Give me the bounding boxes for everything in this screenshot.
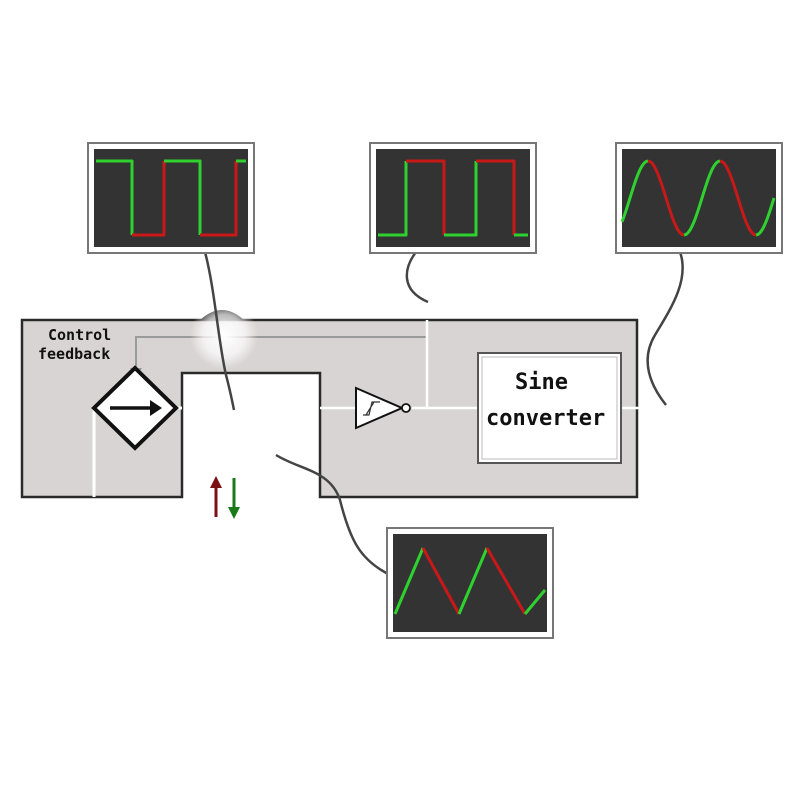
up-down-arrows-icon xyxy=(210,476,240,519)
scope-integrator-output xyxy=(386,527,554,639)
sine-converter-label-line2: converter xyxy=(486,406,605,431)
scope-trace xyxy=(393,547,547,615)
trace-segment xyxy=(647,159,685,237)
scope-trace xyxy=(378,159,528,237)
trace-segment xyxy=(755,197,776,237)
trace-segment xyxy=(406,159,446,235)
trace-segment xyxy=(96,159,134,235)
trace-segment xyxy=(444,161,478,237)
dependent-current-source-icon xyxy=(91,365,179,451)
probe-wire-schmitt xyxy=(405,251,429,304)
knob-glow xyxy=(190,301,258,369)
trace-segment xyxy=(476,159,516,235)
scope-integrator-input xyxy=(87,142,255,254)
probe-wire-integrator-output xyxy=(275,453,391,577)
trace-segment xyxy=(164,159,202,235)
control-feedback-label-line2: feedback xyxy=(38,345,110,363)
scope-trace xyxy=(620,159,776,237)
trace-segment xyxy=(393,547,425,615)
trace-segment xyxy=(457,547,489,615)
scope-schmitt-output xyxy=(369,142,537,254)
scope-trace xyxy=(96,159,246,237)
trace-segment xyxy=(200,161,238,237)
trace-segment xyxy=(719,159,757,237)
trace-segment xyxy=(132,161,166,237)
probe-wire-sine xyxy=(646,251,684,406)
trace-segment xyxy=(421,547,461,615)
sine-converter-label-line1: Sine xyxy=(515,370,568,395)
trace-segment xyxy=(485,547,527,615)
scope-sine-output xyxy=(615,142,783,254)
sine-converter-block: Sine converter xyxy=(477,352,622,464)
probe-wire-integrator-input xyxy=(203,251,236,411)
trace-segment xyxy=(523,589,547,615)
trace-segment xyxy=(378,161,408,237)
control-feedback-label-line1: Control xyxy=(48,326,111,344)
trace-segment xyxy=(683,159,721,237)
trace-segment xyxy=(620,159,649,223)
schmitt-trigger-icon xyxy=(355,386,411,430)
